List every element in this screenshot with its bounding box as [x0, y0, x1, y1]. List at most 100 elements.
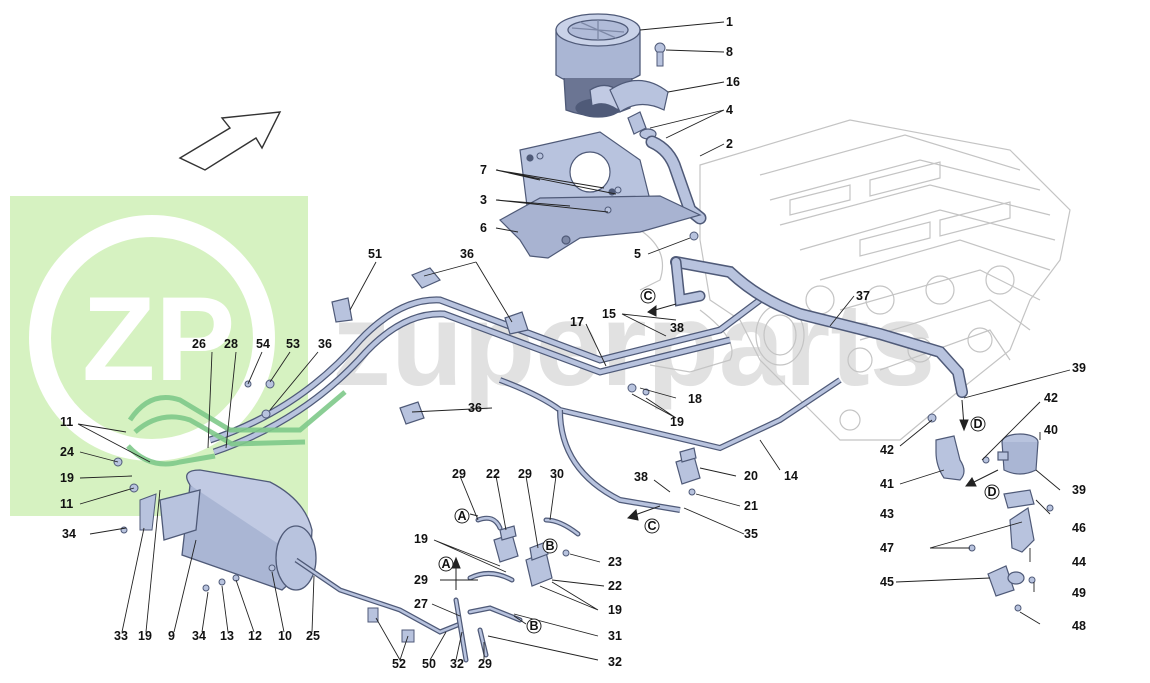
- callout-34-left: 34: [62, 527, 76, 541]
- callout-48: 48: [1072, 619, 1086, 633]
- callout-17: 17: [570, 315, 584, 329]
- marker-d-bottom: D: [984, 484, 1000, 500]
- watermark-logo-text: ZP: [82, 272, 235, 406]
- callout-32-left: 32: [450, 657, 464, 671]
- hose-fitting-4: [627, 111, 657, 140]
- callout-9: 9: [168, 629, 175, 643]
- callout-34-bottom: 34: [192, 629, 206, 643]
- callout-19-mid: 19: [670, 415, 684, 429]
- callout-30: 30: [550, 467, 564, 481]
- callout-24: 24: [60, 445, 74, 459]
- callout-37: 37: [856, 289, 870, 303]
- valve-hoses: [453, 515, 581, 663]
- bracket-44: [1009, 506, 1035, 553]
- air-pump: [555, 13, 641, 118]
- callout-45: 45: [880, 575, 894, 589]
- callout-36-top: 36: [460, 247, 474, 261]
- leader-lines: [77, 21, 1071, 661]
- marker-c-top: C: [640, 288, 656, 304]
- callout-10: 10: [278, 629, 292, 643]
- pipe-clips: [331, 267, 529, 425]
- pipe-25: [295, 558, 461, 634]
- svg-text:C: C: [643, 289, 652, 303]
- callout-27: 27: [414, 597, 428, 611]
- gasket-43: [1003, 489, 1035, 509]
- svg-text:B: B: [545, 539, 554, 553]
- pump-bracket: [609, 79, 669, 113]
- callout-35: 35: [744, 527, 758, 541]
- callout-39-bottom: 39: [1072, 483, 1086, 497]
- marker-c-bottom: C: [644, 518, 660, 534]
- callout-41: 41: [880, 477, 894, 491]
- callout-13: 13: [220, 629, 234, 643]
- green-pipe-bundle: [126, 390, 347, 467]
- callout-31: 31: [608, 629, 622, 643]
- callout-19-left: 19: [60, 471, 74, 485]
- callout-53: 53: [286, 337, 300, 351]
- callout-8: 8: [726, 45, 733, 59]
- callout-52: 52: [392, 657, 406, 671]
- svg-text:C: C: [647, 519, 656, 533]
- sensor-45: [987, 565, 1025, 597]
- solenoid-valve-22a: [493, 525, 519, 563]
- callout-49: 49: [1072, 586, 1086, 600]
- callout-47: 47: [880, 541, 894, 555]
- bolt-8: [654, 42, 666, 67]
- flow-arrows: [451, 303, 999, 625]
- callout-39-top: 39: [1072, 361, 1086, 375]
- callout-42-right: 42: [1044, 391, 1058, 405]
- callout-labels: 1 8 16 4 2 7 3 6 5 51 36 37 15 38 17 26 …: [60, 15, 1086, 671]
- callout-28: 28: [224, 337, 238, 351]
- callout-20: 20: [744, 469, 758, 483]
- callout-29-b: 29: [518, 467, 532, 481]
- svg-text:A: A: [441, 557, 450, 571]
- elbow-hose-41: [935, 435, 965, 481]
- callout-22-bottom: 22: [608, 579, 622, 593]
- callout-29-a: 29: [452, 467, 466, 481]
- callout-54: 54: [256, 337, 270, 351]
- callout-44: 44: [1072, 555, 1086, 569]
- svg-text:D: D: [973, 417, 982, 431]
- marker-b-top: B: [542, 538, 558, 554]
- callout-19-right: 19: [608, 603, 622, 617]
- hose-37: [671, 257, 967, 397]
- callout-26: 26: [192, 337, 206, 351]
- callout-7: 7: [480, 163, 487, 177]
- callout-42-left: 42: [880, 443, 894, 457]
- callout-4: 4: [726, 103, 733, 117]
- callout-15: 15: [602, 307, 616, 321]
- small-fasteners: [113, 152, 1054, 612]
- valve-hoses-fill: [454, 517, 580, 662]
- callout-5: 5: [634, 247, 641, 261]
- callout-29-d: 29: [478, 657, 492, 671]
- intake-manifold: [639, 119, 1071, 441]
- callout-11-top: 11: [60, 415, 73, 429]
- callout-14: 14: [784, 469, 798, 483]
- callout-40: 40: [1044, 423, 1058, 437]
- support-bracket-6: [499, 131, 702, 259]
- callout-43: 43: [880, 507, 894, 521]
- svg-text:B: B: [529, 619, 538, 633]
- callout-19-valves: 19: [414, 532, 428, 546]
- callout-3: 3: [480, 193, 487, 207]
- callout-18: 18: [688, 392, 702, 406]
- marker-d-top: D: [970, 416, 986, 432]
- callout-33: 33: [114, 629, 128, 643]
- callout-21: 21: [744, 499, 758, 513]
- callout-32-right: 32: [608, 655, 622, 669]
- svg-text:D: D: [987, 485, 996, 499]
- hose-38: [672, 258, 704, 305]
- marker-a-top: A: [454, 508, 470, 524]
- watermark: ZP zuperparts: [10, 196, 935, 516]
- callout-23: 23: [608, 555, 622, 569]
- marker-a-bottom: A: [438, 556, 454, 572]
- watermark-ring: [29, 215, 275, 461]
- hose-2: [647, 137, 705, 223]
- callout-12: 12: [248, 629, 262, 643]
- direction-arrow-icon: [178, 111, 282, 171]
- callout-38-bottom: 38: [634, 470, 648, 484]
- bracket-33: [139, 493, 157, 531]
- callout-38-top: 38: [670, 321, 684, 335]
